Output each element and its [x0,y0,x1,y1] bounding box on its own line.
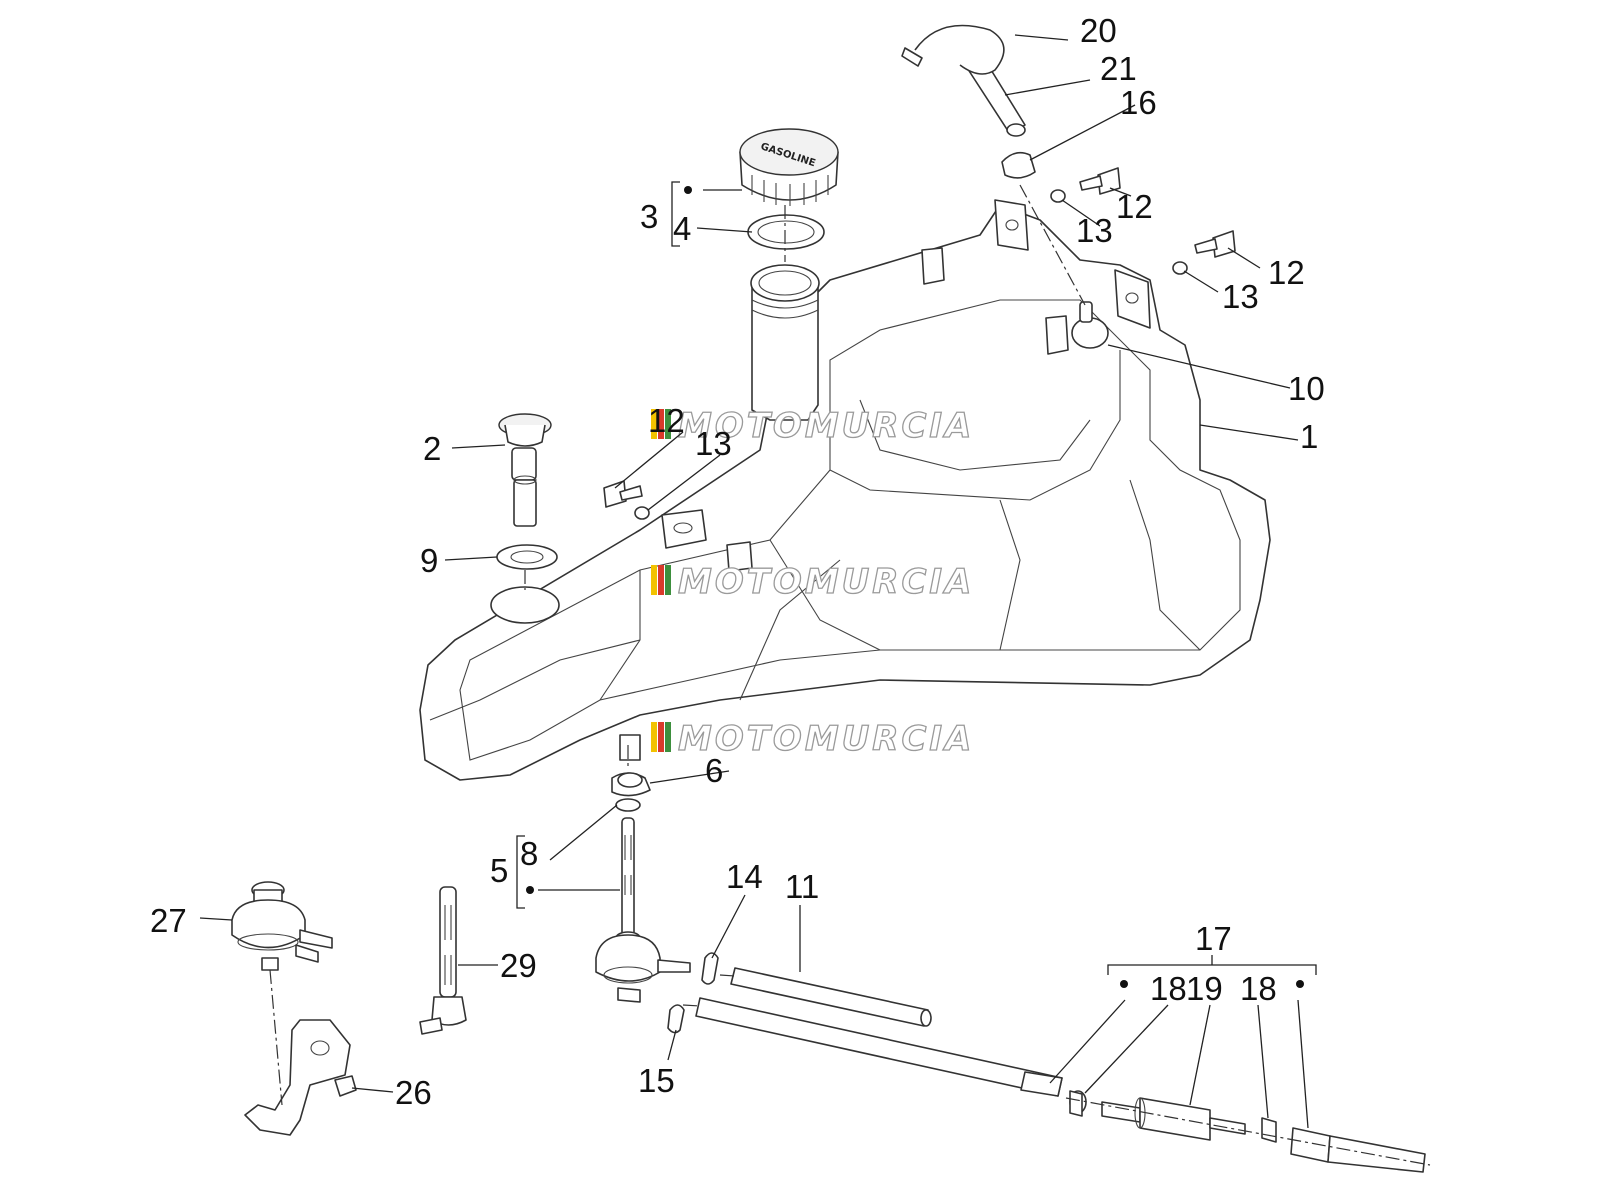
callout-13b: 13 [1222,278,1259,315]
washer-13c [634,506,650,520]
callout-12a: 12 [1116,188,1153,225]
fuel-cap-assembly: GASOLINE [739,128,839,250]
watermark-text: MOTOMURCIA [678,562,974,602]
screw-12a [1079,167,1121,195]
callout-1: 1 [1300,418,1318,455]
callout-12b: 12 [1268,254,1305,291]
callout-18a: 18 [1150,970,1187,1007]
fuel-strainer [419,886,467,1035]
leader-lines [199,34,1317,1129]
callout-26: 26 [395,1074,432,1111]
watermark-text: MOTOMURCIA [678,406,974,446]
callout-10: 10 [1288,370,1325,407]
callout-17: 17 [1195,920,1232,957]
watermarks: MOTOMURCIA MOTOMURCIA MOTOMURCIA [651,405,974,760]
callout-16: 16 [1120,84,1157,121]
callout-5: 5 [490,852,508,889]
washer-13b [1172,261,1188,275]
callout-11: 11 [785,868,819,905]
callout-8: 8 [520,835,538,872]
fuel-tank-body [419,199,1271,781]
watermark-1: MOTOMURCIA [651,405,974,447]
callout-13c: 13 [695,425,732,462]
callout-20: 20 [1080,12,1117,49]
callout-19: 19 [1186,970,1223,1007]
fasteners [603,167,1236,520]
screw-12b [1194,230,1236,258]
bullet-dots [526,186,1304,988]
callout-13a: 13 [1076,212,1113,249]
callout-27: 27 [150,902,187,939]
fuel-tap-assembly [595,772,691,1003]
callout-9: 9 [420,542,438,579]
callout-18b: 18 [1240,970,1277,1007]
screw-12c [603,480,643,508]
callout-6: 6 [705,752,723,789]
watermark-3: MOTOMURCIA [651,718,974,760]
breather-hose-group [901,24,1036,179]
callout-21: 21 [1100,50,1137,87]
callout-2: 2 [423,430,441,467]
callout-4: 4 [673,210,691,247]
callout-3: 3 [640,198,658,235]
assembly-axes [269,184,1431,1166]
fuel-level-sender [496,413,558,570]
washer-13a [1050,189,1066,203]
vacuum-fuel-valve [231,881,357,1136]
callout-14: 14 [726,858,763,895]
fuel-hoses [667,952,1063,1097]
watermark-text: MOTOMURCIA [678,719,974,759]
callout-12c: 12 [648,402,685,439]
fuel-filter-kit [1069,1090,1426,1173]
watermark-2: MOTOMURCIA [651,561,974,603]
callout-labels: 1 2 3 4 5 6 8 9 10 11 12 12 12 13 13 13 … [150,12,1325,1111]
callout-15: 15 [638,1062,675,1099]
callout-29: 29 [500,947,537,984]
